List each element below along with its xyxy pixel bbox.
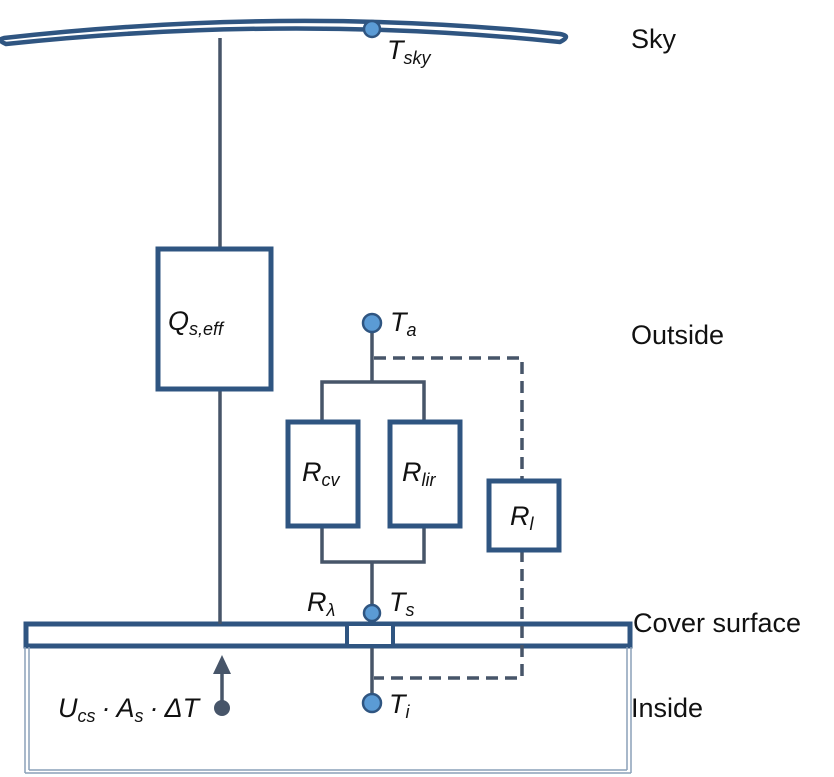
label-q-s-eff: Qs,eff: [168, 306, 225, 339]
zone-label-sky: Sky: [631, 24, 677, 54]
longwave-resistance-box: [387, 419, 463, 529]
parallel-bottom-wire: [320, 526, 426, 564]
node-t-i: [361, 692, 383, 714]
conduction-resistance-box: [345, 622, 395, 648]
node-t-sky: [362, 19, 382, 39]
label-t-sky: Tsky: [387, 35, 432, 68]
parallel-top-wire: [320, 380, 426, 422]
label-r-cv: Rcv: [302, 457, 341, 490]
leak-lower-dashed-wire: [374, 550, 524, 680]
heat-flux-arrow: [213, 655, 231, 716]
label-r-lambda: Rλ: [307, 587, 335, 620]
node-t-a: [361, 312, 383, 334]
leakage-resistance-box: [486, 478, 562, 553]
convection-resistance-box: [285, 419, 361, 529]
leak-upper-dashed-wire: [374, 356, 524, 481]
zone-label-inside: Inside: [631, 693, 703, 723]
label-t-s: Ts: [389, 587, 415, 620]
node-t-s: [362, 603, 382, 623]
inside-region: [24, 647, 632, 774]
label-r-l: Rl: [510, 501, 535, 534]
solar-gain-box: [155, 246, 274, 392]
label-t-i: Ti: [389, 689, 411, 722]
flux-source-dot: [214, 700, 230, 716]
sky-dome: [0, 18, 569, 47]
label-heat-flux-expression: Ucs·As·ΔT: [58, 693, 202, 726]
cover-surface-slab: [23, 621, 633, 649]
label-t-a: Ta: [390, 307, 417, 340]
zone-label-cover-surface: Cover surface: [633, 608, 801, 638]
label-r-lir: Rlir: [402, 457, 436, 490]
zone-label-outside: Outside: [631, 320, 724, 350]
